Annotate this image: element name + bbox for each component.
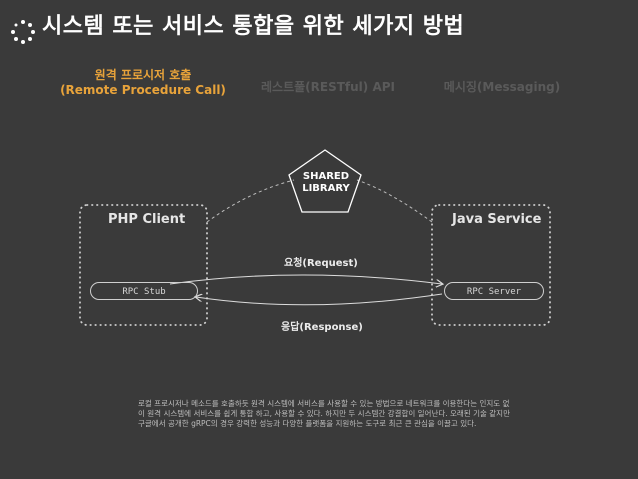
shared-library-pentagon [288,149,362,213]
response-label: 응답(Response) [281,322,363,333]
request-arrow [169,274,442,284]
library-link-left [206,179,295,223]
library-link-right [356,179,433,223]
page-title: 시스템 또는 서비스 통합을 위한 세가지 방법 [42,14,465,39]
request-label: 요청(Request) [284,258,358,269]
java-service-label: Java Service [452,212,542,227]
tab-messaging[interactable]: 메시징(Messaging) [443,80,561,94]
response-arrow [196,294,443,306]
loading-dots-icon [11,20,35,44]
rpc-stub: RPC Stub [90,282,198,300]
php-client-label: PHP Client [108,212,186,227]
description-text: 로컬 프로시저나 메소드를 호출하듯 원격 시스템에 서비스를 사용할 수 있는… [138,399,510,428]
java-service-box [431,204,551,326]
tab-rpc[interactable]: 원격 프로시저 호출 (Remote Procedure Call) [60,68,226,97]
shared-library-label: SHARED LIBRARY [302,171,350,194]
rpc-server: RPC Server [444,282,544,300]
tab-restful-api[interactable]: 레스트풀(RESTful) API [261,80,395,94]
